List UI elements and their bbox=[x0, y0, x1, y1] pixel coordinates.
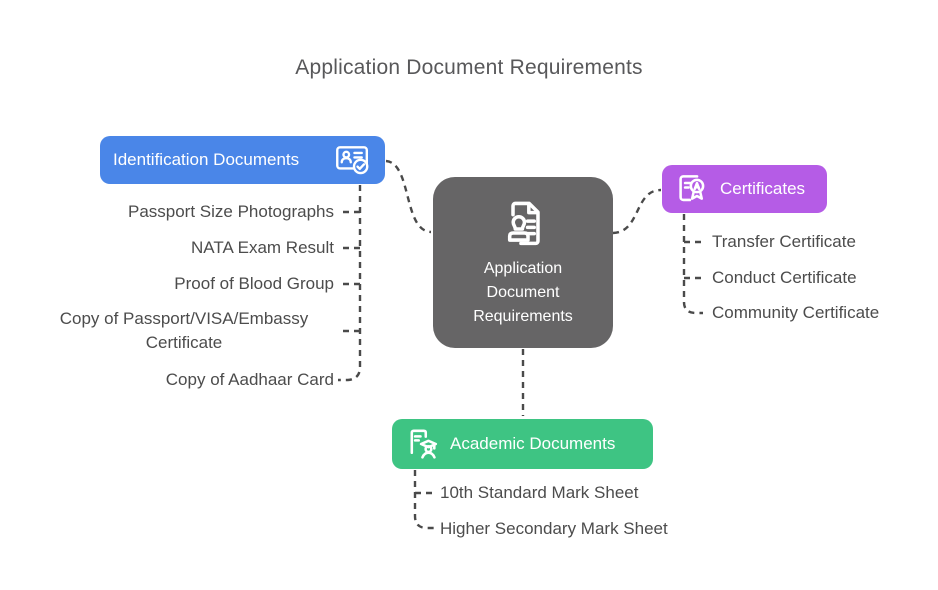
branch-node-academic-documents: Academic Documents bbox=[392, 419, 653, 469]
list-item-nata-exam-result: NATA Exam Result bbox=[191, 238, 334, 257]
branch-node-label: Academic Documents bbox=[450, 434, 616, 453]
center-node: Application Document Requirements bbox=[433, 177, 613, 348]
list-item-community-certificate: Community Certificate bbox=[712, 303, 880, 322]
list-item-conduct-certificate: Conduct Certificate bbox=[712, 268, 857, 287]
certificate-ribbon-icon bbox=[679, 175, 705, 202]
list-item-passport-size-photographs: Passport Size Photographs bbox=[127, 202, 334, 221]
stamp-document-icon bbox=[507, 201, 540, 245]
branch-node-certificates: Certificates bbox=[662, 165, 827, 213]
branch-node-identification-documents: Identification Documents bbox=[100, 136, 385, 184]
connector-identification-trunk bbox=[338, 185, 362, 382]
list-item-10th-standard-mark-sheet: 10th Standard Mark Sheet bbox=[440, 483, 639, 502]
branch-node-label: Certificates bbox=[720, 179, 806, 198]
connector-center-identification bbox=[385, 159, 432, 234]
connector-center-certificates bbox=[612, 188, 662, 235]
page-title: Application Document Requirements bbox=[295, 56, 643, 79]
list-item-copy-of-aadhaar-card: Copy of Aadhaar Card bbox=[165, 370, 334, 389]
id-card-check-icon bbox=[336, 146, 369, 175]
graduate-document-icon bbox=[410, 429, 438, 459]
list-item-proof-of-blood-group: Proof of Blood Group bbox=[174, 274, 334, 293]
branch-node-label: Identification Documents bbox=[113, 150, 300, 169]
connector-certificates-trunk bbox=[682, 214, 703, 315]
list-item-transfer-certificate: Transfer Certificate bbox=[712, 232, 856, 251]
center-node-label: Application Document Requirements bbox=[473, 259, 573, 325]
connector-academic-trunk bbox=[413, 470, 434, 530]
list-item-higher-secondary-mark-sheet: Higher Secondary Mark Sheet bbox=[440, 519, 668, 538]
list-item-copy-of-passport-visa-embassy-certificate: Copy of Passport/VISA/Embassy Certificat… bbox=[59, 309, 309, 352]
